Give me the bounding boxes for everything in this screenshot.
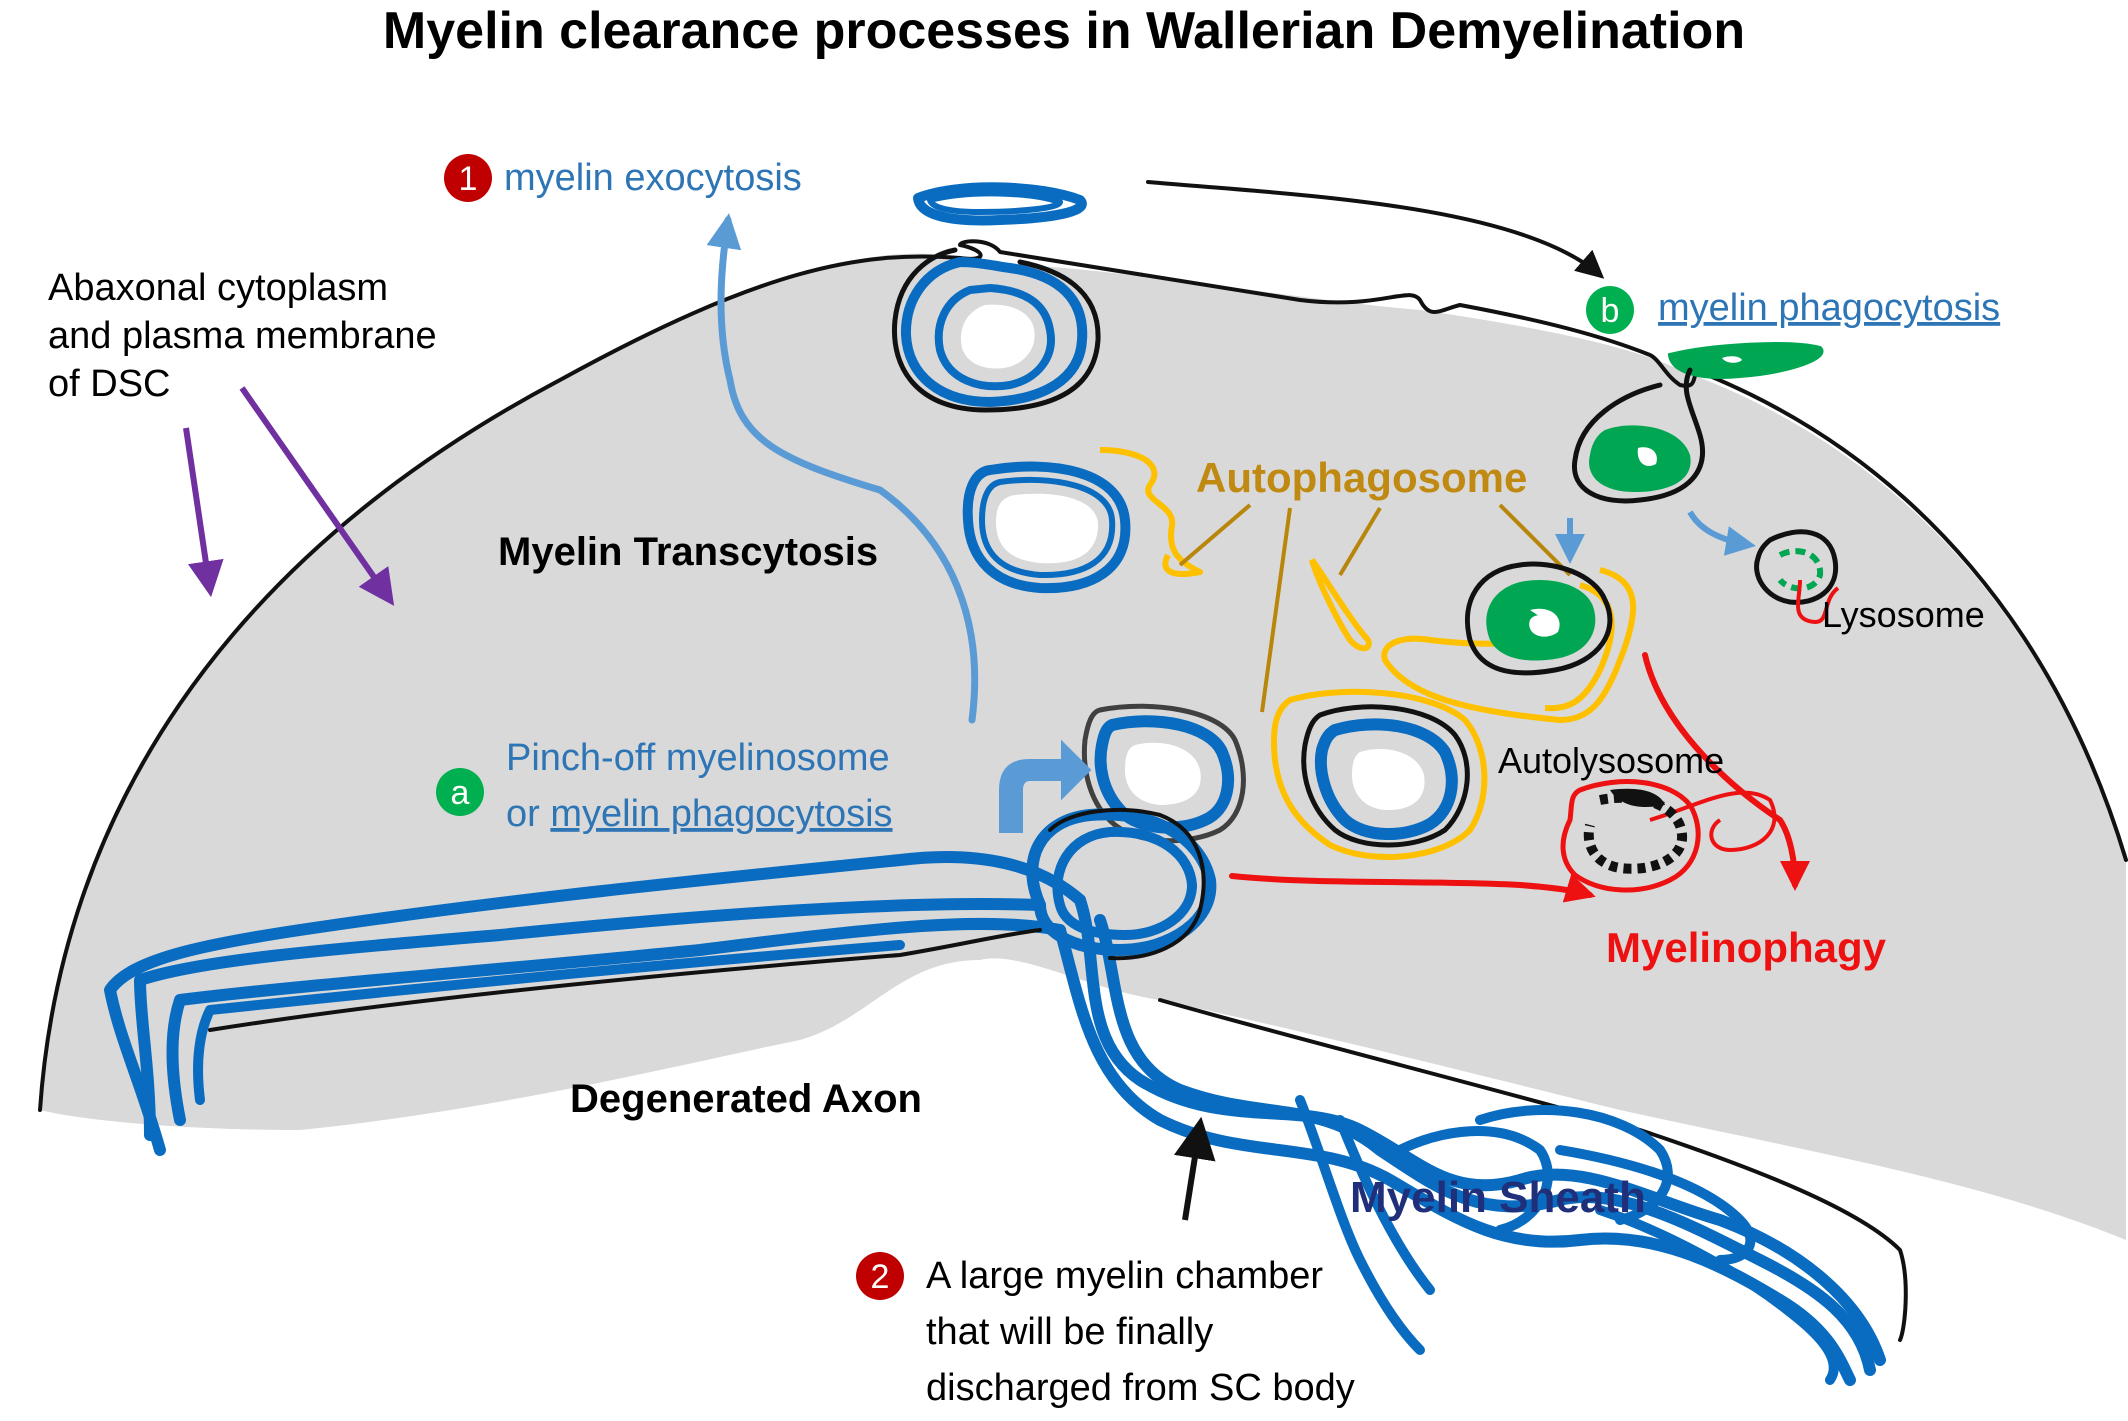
exocytosis-to-phagocytosis-arrow: [1146, 180, 1605, 279]
badge-b: [1586, 286, 1634, 334]
autolysosome-red-loop: [1649, 790, 1777, 853]
lysosome: [1754, 529, 1840, 625]
pinch-off-prefix: or: [506, 793, 550, 835]
abaxonal-line-2: and plasma membrane: [48, 315, 437, 357]
lysosome-arrow: [1687, 510, 1756, 556]
pinch-off-link: myelin phagocytosis: [550, 793, 892, 835]
chamber-label: A large myelin chamber that will be fina…: [926, 1255, 1355, 1409]
axon-outline-lower: [1048, 808, 1206, 961]
badge-b-text: b: [1601, 292, 1620, 330]
badge-a-text: a: [451, 774, 470, 812]
autophagosome-green: [1381, 561, 1637, 724]
green-fragment-outside: [1667, 342, 1824, 379]
pinch-off-line-1: Pinch-off myelinosome: [506, 737, 890, 779]
abaxonal-label: Abaxonal cytoplasm and plasma membrane o…: [48, 267, 447, 405]
abaxonal-line-3: of DSC: [48, 363, 170, 405]
chamber-arrow: [1174, 1116, 1216, 1221]
degenerated-axon-label: Degenerated Axon: [570, 1077, 922, 1121]
autophagosome-blue: [1270, 688, 1488, 860]
autophagosome-forming-left: [962, 447, 1203, 594]
plasma-membrane-lower: [1158, 998, 1908, 1342]
vesicle-pore: [891, 247, 1101, 413]
myelinophagy-label: Myelinophagy: [1606, 924, 1887, 971]
axon-outline: [208, 928, 1042, 1032]
chamber-line-1: A large myelin chamber: [926, 1255, 1323, 1297]
myelinophagy-arrow-left: [1229, 873, 1596, 903]
autophagosome-label: Autophagosome: [1196, 454, 1527, 501]
autolysosome: [1560, 779, 1701, 893]
myelin-sheath-label: Myelin Sheath: [1350, 1173, 1646, 1222]
badge-2: [856, 1252, 904, 1300]
myelinophagy-arrow-right: [1642, 652, 1810, 891]
pinch-off-line-2: or myelin phagocytosis: [506, 793, 893, 835]
badge-a: [436, 768, 484, 816]
myelin-sheath-bundle: [104, 808, 1886, 1386]
pinched-myelinosome: [1081, 703, 1246, 844]
phagocytosis-b-label: myelin phagocytosis: [1658, 287, 2000, 329]
abaxonal-arrow-1: [183, 427, 224, 598]
exocytosis-label: myelin exocytosis: [504, 157, 802, 199]
transcytosis-arrow: [706, 213, 979, 724]
transcytosis-label: Myelin Transcytosis: [498, 530, 878, 574]
badge-1-text: 1: [459, 160, 478, 198]
phagocytosed-myelin-green: [1571, 367, 1705, 504]
chamber-line-3: discharged from SC body: [926, 1367, 1355, 1409]
diagram-title: Myelin clearance processes in Wallerian …: [383, 2, 1745, 60]
abaxonal-arrow-2: [239, 386, 395, 606]
autolysosome-label: Autolysosome: [1498, 740, 1724, 781]
pinch-off-arrow: [999, 739, 1092, 833]
badge-2-text: 2: [871, 1258, 890, 1296]
exocytosed-myelin: [913, 182, 1087, 226]
phagophore-sliver: [1309, 558, 1372, 652]
badge-1: [444, 154, 492, 202]
chamber-line-2: that will be finally: [926, 1311, 1213, 1353]
abaxonal-line-1: Abaxonal cytoplasm: [48, 267, 388, 309]
lysosome-label: Lysosome: [1822, 594, 1985, 635]
